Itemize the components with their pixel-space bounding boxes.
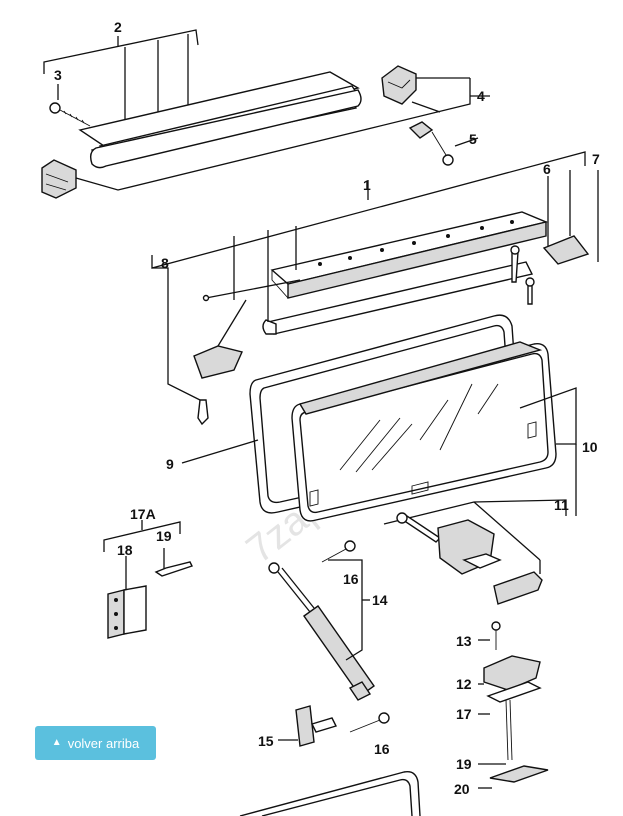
callout-18: 18 [117,542,133,558]
hinge-group [383,499,567,605]
callout-16-bottom: 16 [374,741,390,757]
callout-10: 10 [582,439,598,455]
lock-plate-group [103,520,193,639]
callout-19-right: 19 [456,756,472,772]
callout-11: 11 [554,497,569,513]
callout-15: 15 [258,733,274,749]
hinge-rail-group [151,151,599,426]
callout-13: 13 [456,633,472,649]
gas-strut-group [268,540,390,747]
callout-17a: 17A [130,506,156,522]
callout-20: 20 [454,781,470,797]
window-frame-group [181,314,577,522]
callout-5: 5 [469,131,477,147]
callout-3: 3 [54,67,62,83]
callout-17: 17 [456,706,472,722]
back-to-top-button[interactable]: ▲ volver arriba [35,726,156,760]
top-rail-group [41,29,490,199]
callout-9: 9 [166,456,174,472]
callout-7: 7 [592,151,600,167]
callout-1: 1 [363,177,371,193]
back-to-top-label: volver arriba [67,735,140,751]
callout-2: 2 [114,19,122,35]
callout-6: 6 [543,161,551,177]
callout-19-left: 19 [156,528,172,544]
lock-group [478,621,549,789]
chevron-up-icon: ▲ [51,737,62,748]
callout-labels: 2 3 4 5 1 6 7 8 9 10 11 17A 18 19 16 14 … [54,19,600,797]
callout-4: 4 [477,88,485,104]
callout-14: 14 [372,592,388,608]
callout-8: 8 [161,255,169,271]
callout-12: 12 [456,676,472,692]
callout-16-top: 16 [343,571,359,587]
